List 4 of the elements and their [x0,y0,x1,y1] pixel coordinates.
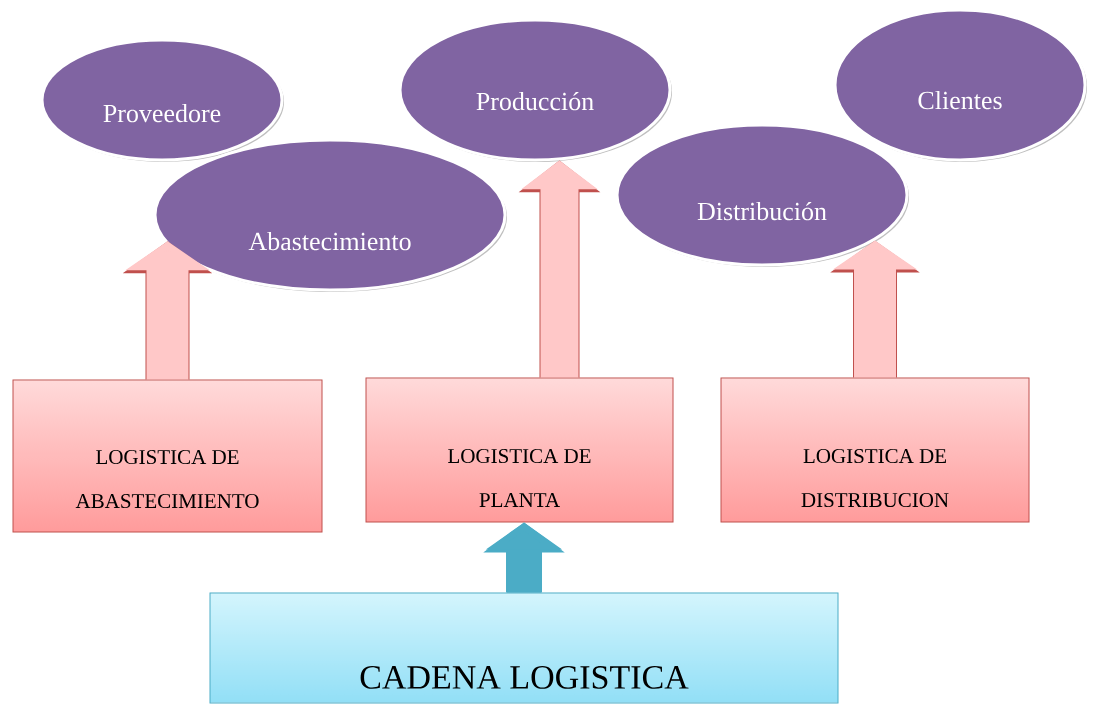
arrow-callout-box: CADENA LOGISTICA [209,592,839,704]
arrow-callout-box: LOGISTICA DE DISTRIBUCION [720,377,1030,523]
arrow-callout-box: LOGISTICA DE PLANTA [365,377,674,523]
arrow-callout-box: LOGISTICA DE ABASTECIMIENTO [12,379,323,533]
